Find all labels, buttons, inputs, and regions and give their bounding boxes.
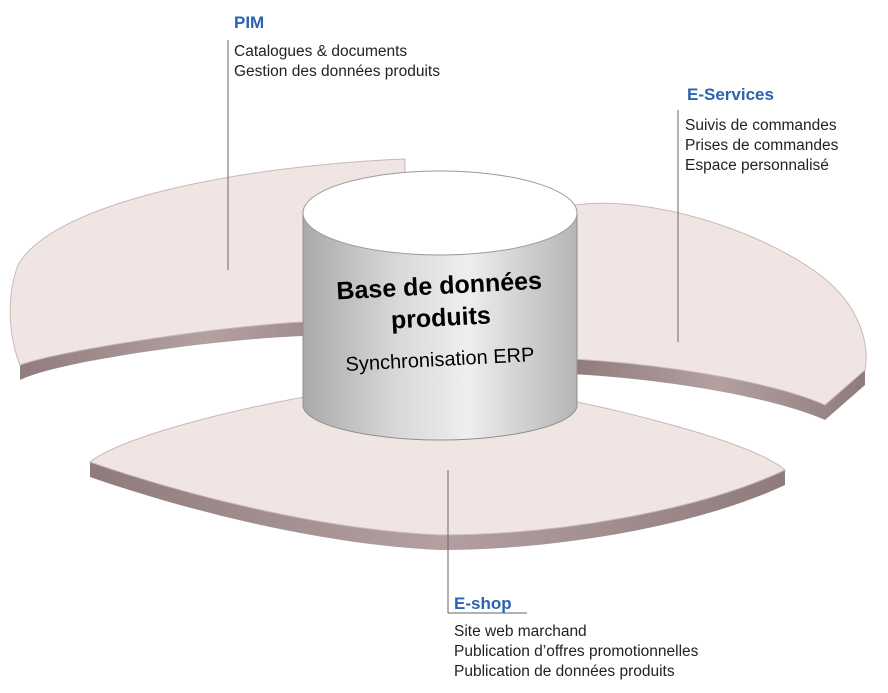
eservices-list: Suivis de commandes Prises de commandes … (685, 116, 838, 176)
eservices-ring-segment (571, 202, 867, 420)
pim-item: Catalogues & documents (234, 43, 408, 60)
pim-list: Catalogues & documents Gestion des donné… (234, 42, 440, 82)
eservices-title: E-Services (687, 85, 774, 104)
eshop-ring-segment (88, 391, 786, 550)
eshop-item: Publication d’offres promotionnelles (454, 643, 699, 660)
database-cylinder (302, 170, 578, 441)
eservices-item: Suivis de commandes (685, 117, 837, 134)
eshop-list: Site web marchand Publication d’offres p… (454, 622, 698, 682)
pim-title: PIM (234, 13, 265, 32)
eservices-item: Prises de commandes (685, 137, 839, 154)
eservices-item: Espace personnalisé (685, 157, 829, 174)
eshop-title: E-shop (454, 594, 512, 613)
eshop-item: Site web marchand (454, 623, 587, 640)
eshop-item: Publication de données produits (454, 663, 675, 680)
database-title-line2: produits (390, 301, 492, 335)
pim-item: Gestion des données produits (234, 63, 440, 80)
